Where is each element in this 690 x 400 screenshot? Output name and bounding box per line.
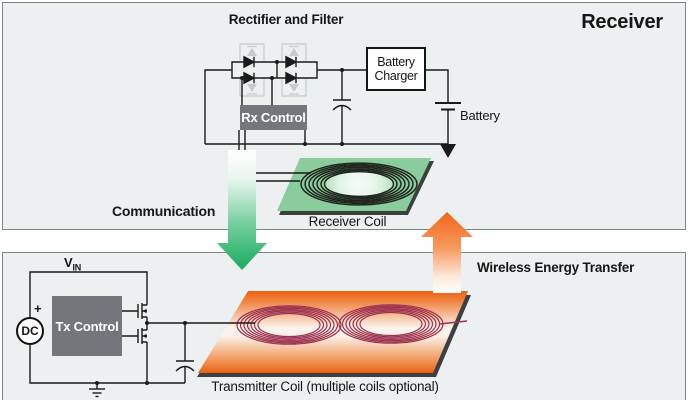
transmitter-coil-label: Transmitter Coil (multiple coils optiona… xyxy=(211,379,439,394)
communication-arrow-down-icon xyxy=(217,150,267,270)
dc-link-capacitor xyxy=(175,323,195,383)
transmitter-wiring xyxy=(29,271,255,398)
rx-control-label: Rx Control xyxy=(241,110,306,125)
receiver-title: Receiver xyxy=(581,11,663,33)
filter-capacitor xyxy=(332,70,352,144)
tx-control-label: Tx Control xyxy=(55,318,119,334)
vin-label: VIN xyxy=(64,255,82,273)
receiver-coil-label: Receiver Coil xyxy=(308,214,387,229)
receiver-coil-graphic xyxy=(277,158,434,215)
battery-charger-label-line2: Charger xyxy=(374,69,418,83)
vin-subscript: IN xyxy=(72,262,82,273)
ground-arrow-icon xyxy=(440,144,456,158)
mosfet-half-bridge xyxy=(122,303,148,383)
battery-charger-label-line1: Battery xyxy=(377,55,415,69)
battery-label: Battery xyxy=(460,108,500,123)
battery-charger-box: Battery Charger xyxy=(366,47,426,91)
energy-transfer-arrow-up-icon xyxy=(421,212,473,293)
tx-control-box: Tx Control xyxy=(52,296,122,356)
rectifier-bridge xyxy=(231,43,318,97)
dc-source: DC xyxy=(16,317,44,345)
dc-source-label: DC xyxy=(21,324,39,338)
wireless-energy-transfer-label: Wireless Energy Transfer xyxy=(477,260,635,275)
rx-control-box: Rx Control xyxy=(240,105,307,130)
rectifier-filter-label: Rectifier and Filter xyxy=(228,12,344,27)
dc-plus-sign: + xyxy=(34,301,42,316)
battery-symbol xyxy=(425,69,461,158)
transmitter-coil-graphic xyxy=(197,291,471,377)
ground-icon xyxy=(89,383,105,398)
communication-label: Communication xyxy=(112,203,216,219)
